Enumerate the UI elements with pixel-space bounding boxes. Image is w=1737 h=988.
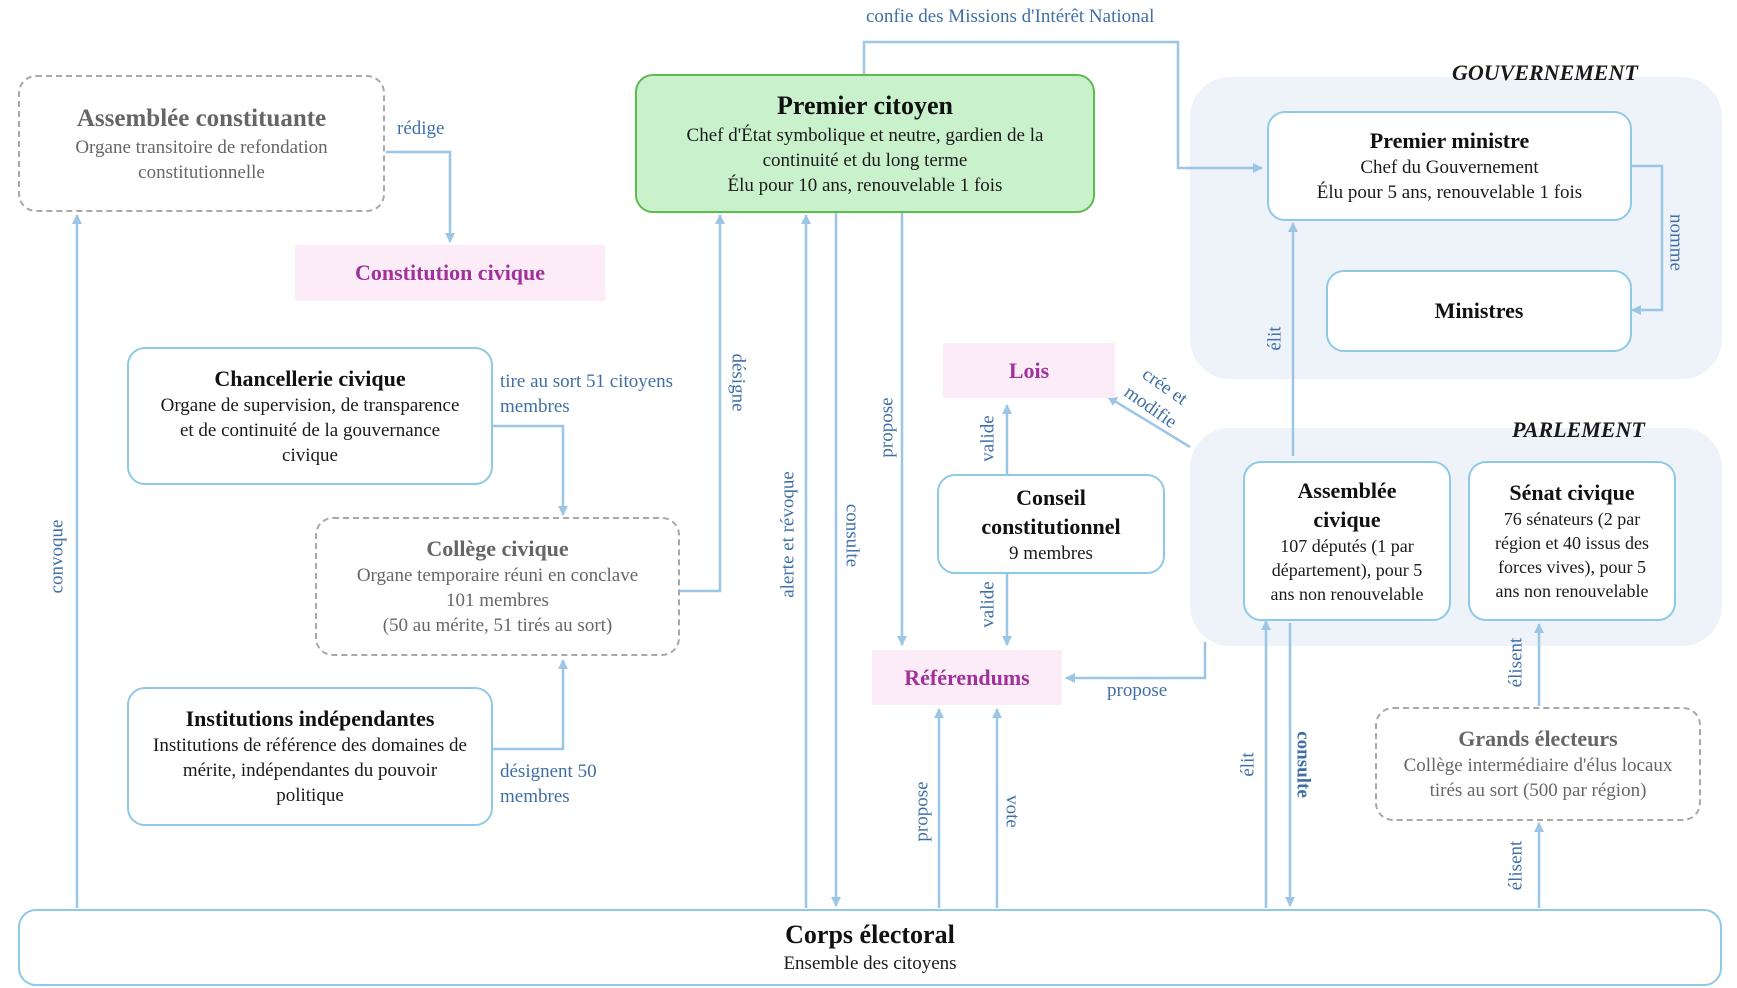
grands-electeurs-box: Grands électeurs Collège intermédiaire d… — [1375, 707, 1701, 821]
label-elit-ac: élit — [1237, 752, 1259, 777]
edge-nomme — [1631, 164, 1664, 315]
premier-citoyen-title: Premier citoyen — [777, 91, 953, 120]
label-consulte-ac: consulte — [1292, 731, 1314, 798]
conseil-constitutionnel-subtitle: 9 membres — [1009, 542, 1093, 564]
institutions-independantes-title: Institutions indépendantes — [185, 706, 435, 731]
corps-electoral-box: Corps électoral Ensemble des citoyens — [18, 909, 1722, 986]
label-valide-ref: valide — [977, 581, 999, 628]
edge-designe — [680, 214, 725, 593]
edge-tire-au-sort — [493, 424, 568, 516]
corps-electoral-title: Corps électoral — [785, 920, 955, 949]
corps-electoral-subtitle: Ensemble des citoyens — [783, 953, 957, 974]
referendums-node: Référendums — [872, 650, 1062, 705]
premier-citoyen-box: Premier citoyen Chef d'État symbolique e… — [635, 74, 1095, 213]
label-designe: désigne — [727, 353, 749, 412]
premier-ministre-title: Premier ministre — [1369, 128, 1530, 153]
gouvernement-title: GOUVERNEMENT — [1452, 60, 1638, 85]
institutions-independantes-subtitle: Institutions de référence des domaines d… — [153, 735, 467, 806]
constitution-civique-node: Constitution civique — [295, 245, 605, 301]
label-valide-lois: valide — [977, 415, 999, 462]
college-civique-title: Collège civique — [426, 536, 569, 561]
label-propose-corps: propose — [911, 781, 933, 842]
grands-electeurs-title: Grands électeurs — [1458, 726, 1618, 751]
chancellerie-civique-box: Chancellerie civique Organe de supervisi… — [127, 347, 493, 485]
label-alerte: alerte et révoque — [777, 471, 799, 598]
chancellerie-civique-title: Chancellerie civique — [214, 365, 406, 391]
label-elit-pm: élit — [1264, 326, 1286, 351]
label-elisent-senat: élisent — [1505, 637, 1527, 688]
label-propose-pc: propose — [876, 397, 898, 458]
ministres-box: Ministres — [1326, 270, 1632, 352]
parlement-title: PARLEMENT — [1512, 417, 1645, 442]
label-nomme: nomme — [1665, 214, 1687, 271]
label-confie: confie des Missions d'Intérêt National — [866, 6, 1155, 27]
label-redige: rédige — [397, 118, 445, 139]
assemblee-constituante-box: Assemblée constituante Organe transitoir… — [18, 75, 385, 212]
label-consulte-pc: consulte — [841, 503, 863, 568]
college-civique-box: Collège civique Organe temporaire réuni … — [315, 517, 680, 656]
edge-designent — [493, 659, 568, 751]
premier-citoyen-subtitle: Chef d'État symbolique et neutre, gardie… — [686, 125, 1044, 196]
edge-propose-parl — [1065, 642, 1207, 683]
label-elisent-ge: élisent — [1505, 840, 1527, 891]
edge-redige — [386, 150, 455, 243]
label-convoque: convoque — [46, 519, 68, 594]
edge-confie — [862, 40, 1263, 173]
label-propose-parl: propose — [1107, 680, 1168, 701]
ministres-title: Ministres — [1434, 298, 1524, 323]
institutions-independantes-box: Institutions indépendantes Institutions … — [127, 687, 493, 826]
label-vote: vote — [1001, 795, 1023, 828]
assemblee-constituante-title: Assemblée constituante — [76, 104, 327, 132]
lois-node: Lois — [943, 343, 1115, 398]
edge-cree-modifie — [1107, 395, 1191, 449]
senat-civique-title: Sénat civique — [1509, 480, 1635, 505]
